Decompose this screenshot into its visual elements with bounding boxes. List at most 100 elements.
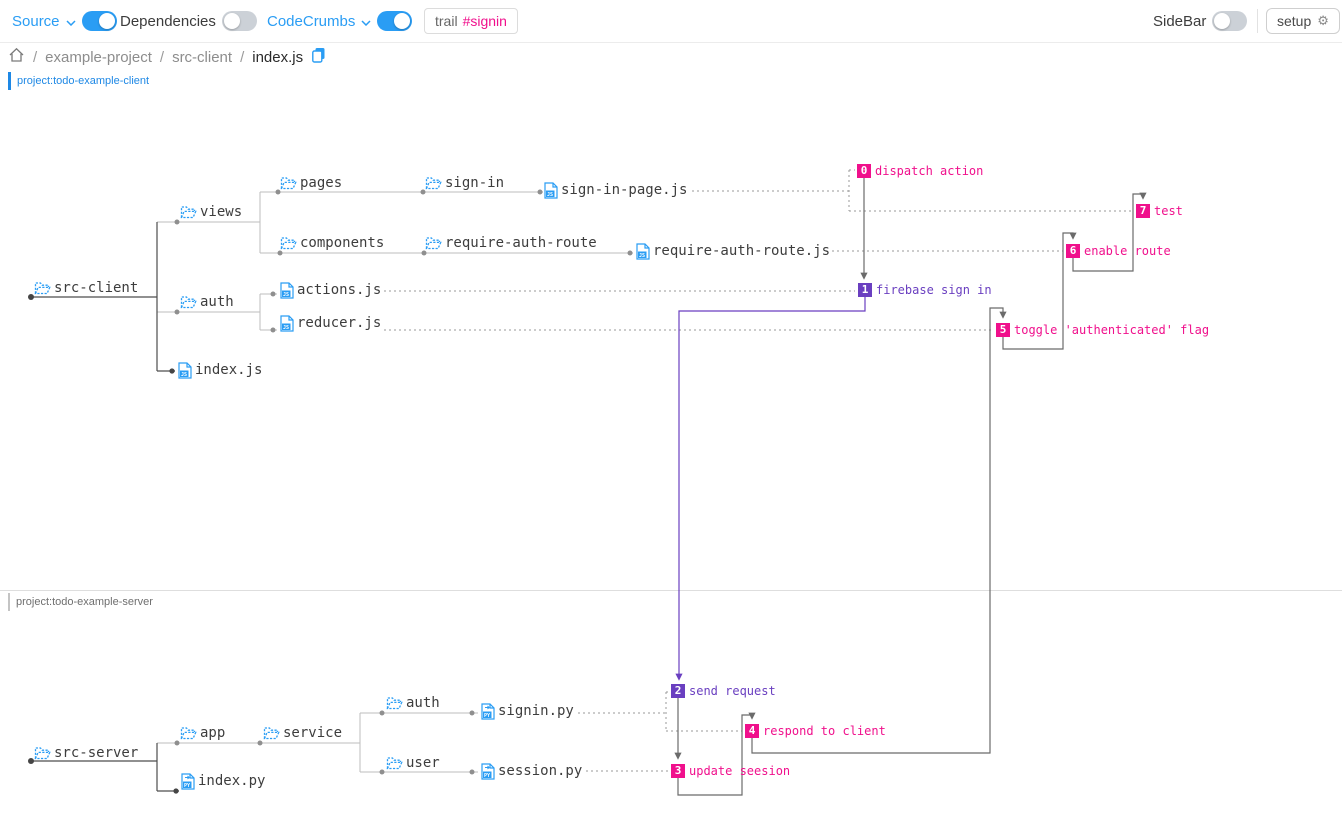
crumb-label: update seesion bbox=[689, 764, 791, 778]
folder-icon bbox=[180, 205, 197, 219]
sidebar-label: SideBar bbox=[1153, 12, 1207, 30]
breadcrumb-item-src-client[interactable]: src-client bbox=[172, 48, 233, 66]
py-file-icon: PY bbox=[181, 772, 195, 790]
tree-node-pages[interactable]: pages bbox=[280, 173, 342, 193]
codecrumb-update-seesion[interactable]: 3 update seesion bbox=[671, 764, 790, 778]
tree-node-auth-client[interactable]: auth bbox=[180, 292, 234, 312]
tree-node-src-server[interactable]: src-server bbox=[34, 743, 138, 763]
folder-icon bbox=[425, 176, 442, 190]
chevron-down-icon[interactable] bbox=[361, 13, 371, 30]
py-file-icon: PY bbox=[481, 762, 495, 780]
source-toggle[interactable] bbox=[81, 11, 117, 31]
folder-icon bbox=[180, 295, 197, 309]
breadcrumb: / example-project / src-client / index.j… bbox=[8, 44, 326, 70]
crumb-number: 1 bbox=[858, 283, 872, 297]
tree-node-user[interactable]: user bbox=[386, 753, 440, 773]
source-control: Source bbox=[12, 0, 117, 42]
node-label: user bbox=[406, 755, 440, 771]
node-label: pages bbox=[300, 175, 343, 191]
codecrumbs-control: CodeCrumbs bbox=[267, 0, 413, 42]
svg-text:JS: JS bbox=[283, 291, 289, 297]
tree-node-service[interactable]: service bbox=[263, 723, 342, 743]
node-label: require-auth-route.js bbox=[653, 243, 831, 259]
codecrumbs-label[interactable]: CodeCrumbs bbox=[267, 12, 356, 30]
source-label[interactable]: Source bbox=[12, 12, 60, 30]
node-label: src-client bbox=[54, 280, 139, 296]
tree-node-components[interactable]: components bbox=[280, 233, 384, 253]
dependencies-control: Dependencies bbox=[120, 0, 257, 42]
crumb-number: 5 bbox=[996, 323, 1010, 337]
tree-node-app[interactable]: app bbox=[180, 723, 225, 743]
copy-icon[interactable] bbox=[311, 47, 326, 67]
node-label: service bbox=[283, 725, 343, 741]
crumb-number: 2 bbox=[671, 684, 685, 698]
node-label: reducer.js bbox=[297, 315, 382, 331]
crumb-number: 6 bbox=[1066, 244, 1080, 258]
chevron-down-icon[interactable] bbox=[66, 13, 76, 30]
trail-tag: #signin bbox=[462, 13, 507, 29]
crumb-label: dispatch action bbox=[875, 164, 984, 178]
crumb-number: 4 bbox=[745, 724, 759, 738]
dependencies-label: Dependencies bbox=[120, 12, 216, 30]
node-label: require-auth-route bbox=[445, 235, 597, 251]
svg-text:JS: JS bbox=[283, 324, 289, 330]
node-label: views bbox=[200, 204, 243, 220]
folder-icon bbox=[34, 281, 51, 295]
tree-node-actions-js[interactable]: JS actions.js bbox=[280, 280, 381, 300]
codecrumbs-toggle[interactable] bbox=[377, 11, 413, 31]
tree-node-sign-in[interactable]: sign-in bbox=[425, 173, 504, 193]
trail-badge[interactable]: trail #signin bbox=[424, 8, 518, 34]
folder-icon bbox=[263, 726, 280, 740]
breadcrumb-item-index-js[interactable]: index.js bbox=[252, 48, 304, 66]
tree-node-require-auth-route[interactable]: require-auth-route bbox=[425, 233, 597, 253]
breadcrumb-separator: / bbox=[33, 48, 38, 66]
svg-text:JS: JS bbox=[181, 371, 187, 377]
node-label: components bbox=[300, 235, 385, 251]
breadcrumb-item-example-project[interactable]: example-project bbox=[45, 48, 152, 66]
folder-icon bbox=[425, 236, 442, 250]
sidebar-toggle[interactable] bbox=[1212, 11, 1248, 31]
crumb-number: 3 bbox=[671, 764, 685, 778]
tree-node-auth-server[interactable]: auth bbox=[386, 693, 440, 713]
node-label: index.py bbox=[198, 773, 266, 789]
node-label: src-server bbox=[54, 745, 139, 761]
trail-control: trail #signin bbox=[424, 0, 518, 42]
gear-icon: ⚙ bbox=[1317, 13, 1329, 29]
node-label: auth bbox=[406, 695, 440, 711]
home-icon[interactable] bbox=[8, 47, 25, 67]
client-section-label: project:todo-example-client bbox=[8, 72, 155, 90]
setup-button[interactable]: setup ⚙ bbox=[1266, 8, 1340, 34]
node-label: actions.js bbox=[297, 282, 382, 298]
server-section-label: project:todo-example-server bbox=[8, 593, 159, 611]
folder-icon bbox=[280, 176, 297, 190]
js-file-icon: JS bbox=[636, 242, 650, 260]
folder-icon bbox=[34, 746, 51, 760]
folder-icon bbox=[386, 756, 403, 770]
crumb-number: 7 bbox=[1136, 204, 1150, 218]
node-label: sign-in-page.js bbox=[561, 182, 688, 198]
toolbar-divider bbox=[1257, 9, 1258, 33]
svg-text:PY: PY bbox=[484, 772, 490, 778]
tree-node-views[interactable]: views bbox=[180, 202, 242, 222]
dependencies-toggle[interactable] bbox=[221, 11, 257, 31]
sidebar-control: SideBar bbox=[1153, 0, 1248, 42]
tree-node-src-client[interactable]: src-client bbox=[34, 278, 138, 298]
node-label: sign-in bbox=[445, 175, 505, 191]
tree-node-reducer-js[interactable]: JS reducer.js bbox=[280, 313, 381, 333]
folder-icon bbox=[280, 236, 297, 250]
